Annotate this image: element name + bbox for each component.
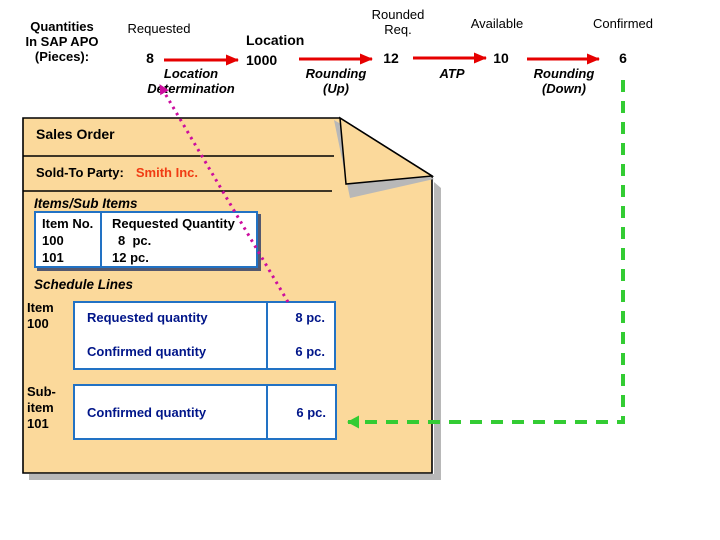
location-1000-label: Location 1000: [246, 32, 305, 68]
qty-col-header: Requested Quantity: [112, 216, 235, 231]
qty-101: 12 pc.: [112, 250, 149, 265]
schedule-labels-col: Requested quantity Confirmed quantity: [75, 303, 268, 368]
diagram-title: Quantities In SAP APO (Pieces):: [25, 19, 99, 64]
rounded-req-label: Rounded Req.: [371, 7, 425, 37]
available-label: Available: [470, 16, 524, 31]
requested-label: Requested: [127, 21, 191, 36]
confirmed-quantity-value: 6 pc.: [295, 344, 325, 359]
subitem-confirmed-label: Confirmed quantity: [87, 404, 207, 420]
location-determination-label: Location Determination: [147, 66, 235, 96]
rounding-down-label: Rounding (Down): [533, 66, 595, 96]
subitem-value-col: 6 pc.: [268, 386, 335, 438]
subitem-confirmed-value: 6 pc.: [296, 404, 326, 420]
item-no-101: 101: [42, 250, 64, 265]
confirmed-value: 6: [619, 50, 627, 66]
items-subitems-heading: Items/Sub Items: [34, 196, 138, 211]
confirmed-quantity-label: Confirmed quantity: [87, 344, 207, 359]
atp-label: ATP: [439, 66, 465, 81]
rounded-req-value: 12: [383, 50, 399, 66]
confirmed-label: Confirmed: [593, 16, 653, 31]
items-table-col-item: Item No. 100 101: [36, 213, 102, 266]
items-col-header: Item No.: [42, 216, 94, 231]
requested-quantity-value: 8 pc.: [295, 310, 325, 325]
available-value: 10: [493, 50, 509, 66]
schedule-box-item-100: Requested quantity Confirmed quantity 8 …: [73, 301, 336, 370]
sales-order-title: Sales Order: [36, 126, 115, 142]
rounding-up-label: Rounding (Up): [305, 66, 367, 96]
item-no-100: 100: [42, 233, 64, 248]
sold-to-party-row: Sold-To Party: Smith Inc.: [36, 165, 198, 180]
subitem-label-col: Confirmed quantity: [75, 386, 268, 438]
item-100-label: Item 100: [27, 300, 54, 331]
schedule-values-col: 8 pc. 6 pc.: [268, 303, 334, 368]
schedule-box-subitem-101: Confirmed quantity 6 pc.: [73, 384, 337, 440]
items-table-col-qty: Requested Quantity 8 pc. 12 pc.: [102, 213, 256, 266]
folded-corner-icon: [339, 116, 435, 185]
sold-to-label: Sold-To Party:: [36, 165, 124, 180]
schedule-lines-heading: Schedule Lines: [34, 277, 134, 292]
requested-quantity-label: Requested quantity: [87, 310, 208, 325]
items-table: Item No. 100 101 Requested Quantity 8 pc…: [34, 211, 258, 268]
requested-value: 8: [146, 50, 154, 66]
sold-to-value: Smith Inc.: [135, 165, 198, 180]
subitem-101-label: Sub- item 101: [27, 384, 56, 431]
qty-100: 8 pc.: [118, 233, 152, 248]
